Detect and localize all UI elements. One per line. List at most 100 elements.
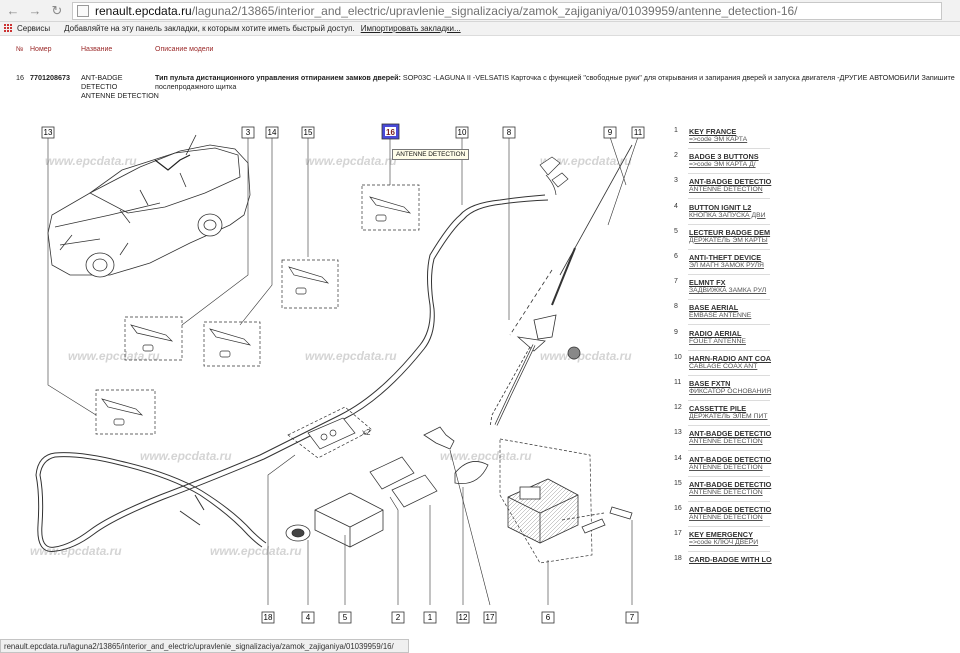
legend-divider	[688, 349, 770, 351]
legend-item-title[interactable]: CASSETTE PILE	[689, 404, 747, 414]
bolts-part	[561, 506, 633, 534]
callout-17[interactable]: 17	[483, 611, 497, 624]
forward-icon[interactable]: →	[28, 3, 42, 18]
import-bookmarks-link[interactable]: Импортировать закладки...	[360, 24, 461, 33]
legend-item-subtitle[interactable]: КНОПКА ЗАПУСКА ДВИ	[689, 211, 766, 219]
back-icon[interactable]: ←	[6, 3, 20, 18]
legend-item-subtitle[interactable]: ANTENNE DETECTION	[689, 438, 763, 446]
callout-15[interactable]: 15	[301, 126, 315, 139]
row-description: Тип пульта дистанционного управления отп…	[155, 73, 955, 82]
callout-18[interactable]: 18	[261, 611, 275, 624]
legend-divider	[688, 223, 770, 225]
callout-16-selected[interactable]: 16	[381, 123, 400, 140]
legend-item-number: 11	[674, 379, 682, 386]
parts-diagram: www.epcdata.ru www.epcdata.ru www.epcdat…	[0, 115, 668, 635]
legend-item-title[interactable]: BADGE 3 BUTTONS	[689, 152, 759, 162]
callout-5[interactable]: 5	[338, 611, 352, 624]
legend-item-17[interactable]: 17 KEY EMERGENCY=>code КЛЮЧ ДВЕРИ	[668, 528, 960, 553]
callout-9[interactable]: 9	[603, 126, 617, 139]
legend-item-subtitle[interactable]: ЭЛ МАГН ЗАМОК РУЛЯ	[689, 262, 764, 269]
apps-grid-icon[interactable]	[4, 24, 14, 33]
battery-cassette-part	[454, 461, 489, 484]
row-index: 16	[16, 73, 24, 82]
callout-13[interactable]: 13	[41, 126, 55, 139]
legend-item-subtitle[interactable]: =>code ЭМ КАРТА Д/	[689, 161, 756, 169]
callout-11[interactable]: 11	[631, 126, 645, 139]
legend-item-subtitle[interactable]: ДЕРЖАТЕЛЬ ЭМ КАРТЫ	[689, 236, 768, 244]
legend-item-subtitle[interactable]: FOUET ANTENNE	[689, 337, 746, 345]
legend-item-number: 16	[674, 505, 682, 512]
legend-item-title[interactable]: ANT-BADGE DETECTIO	[689, 454, 772, 464]
legend-item-title[interactable]: ANT-BADGE DETECTIO	[689, 429, 772, 439]
legend-item-title[interactable]: BASE FXTN	[689, 379, 731, 388]
callout-4[interactable]: 4	[301, 611, 315, 624]
svg-text:9: 9	[608, 128, 613, 137]
callout-2[interactable]: 2	[391, 611, 405, 624]
legend-item-subtitle[interactable]: ANTENNE DETECTION	[689, 514, 763, 521]
legend-item-subtitle[interactable]: ФИКСАТОР ОСНОВАНИЯ	[689, 388, 772, 395]
row-description-line2: послепродажного щитка	[155, 82, 237, 91]
svg-text:8: 8	[507, 128, 512, 137]
watermark: www.epcdata.ru	[210, 544, 302, 558]
leader-lines	[47, 136, 639, 606]
legend-item-title[interactable]: CARD-BADGE WITH LO	[689, 555, 772, 565]
legend-item-title[interactable]: KEY EMERGENCY	[689, 530, 753, 540]
legend-item-subtitle[interactable]: EMBASE ANTENNE	[689, 312, 752, 320]
callout-7[interactable]: 7	[625, 611, 639, 624]
legend-item-title[interactable]: BUTTON IGNIT L2	[689, 202, 752, 212]
row-part-number[interactable]: 7701208673	[30, 73, 70, 82]
legend-item-title[interactable]: ANT-BADGE DETECTIO	[689, 505, 772, 514]
watermark: www.epcdata.ru	[540, 154, 632, 168]
legend-item-subtitle[interactable]: CABLAGE COAX ANT	[689, 362, 758, 370]
legend-item-title[interactable]: ANT-BADGE DETECTIO	[689, 177, 772, 187]
quantity-multiplier: x2	[362, 428, 371, 437]
legend-item-title[interactable]: BASE AERIAL	[689, 303, 739, 313]
legend-item-subtitle[interactable]: ANTENNE DETECTION	[689, 186, 763, 194]
legend-item-title[interactable]: ELMNT FX	[689, 278, 726, 288]
legend-item-subtitle[interactable]: =>code КЛЮЧ ДВЕРИ	[689, 539, 759, 547]
legend-item-subtitle[interactable]: ANTENNE DETECTION	[689, 488, 763, 496]
callout-1[interactable]: 1	[423, 611, 437, 624]
legend-item-title[interactable]: HARN-RADIO ANT COA	[689, 353, 772, 363]
legend-item-title[interactable]: LECTEUR BADGE DEM	[689, 227, 771, 237]
callout-8[interactable]: 8	[502, 126, 516, 139]
legend-item-subtitle[interactable]: ДЕРЖАТЕЛЬ ЭЛЕМ ПИТ	[689, 413, 768, 421]
legend-item-number: 5	[674, 227, 678, 235]
legend-item-title[interactable]: RADIO AERIAL	[689, 328, 742, 338]
callout-14[interactable]: 14	[265, 126, 279, 139]
legend-item-title[interactable]: KEY FRANCE	[689, 127, 737, 136]
legend-item-title[interactable]: ANT-BADGE DETECTIO	[689, 479, 772, 489]
legend-item-subtitle[interactable]: ANTENNE DETECTION	[689, 463, 763, 471]
legend-item-number: 17	[674, 530, 682, 538]
callout-6[interactable]: 6	[541, 611, 555, 624]
legend-item-subtitle[interactable]: =>code ЭМ КАРТА	[689, 136, 748, 143]
callout-10[interactable]: 10	[455, 126, 469, 139]
callout-3[interactable]: 3	[241, 126, 255, 139]
legend-item-title[interactable]: ANTI-THEFT DEVICE	[689, 253, 762, 262]
legend-divider	[688, 173, 770, 175]
svg-text:4: 4	[306, 613, 311, 622]
reload-icon[interactable]: ↻	[51, 2, 63, 18]
row-name-2: DETECTIO	[81, 82, 118, 91]
legend-item-subtitle[interactable]: ЗАДВИЖКА ЗАМКА РУЛ	[689, 287, 767, 295]
address-bar[interactable]: renault.epcdata.ru/laguna2/13865/interio…	[72, 1, 942, 20]
callout-12[interactable]: 12	[456, 611, 470, 624]
apps-link[interactable]: Сервисы	[17, 24, 51, 33]
